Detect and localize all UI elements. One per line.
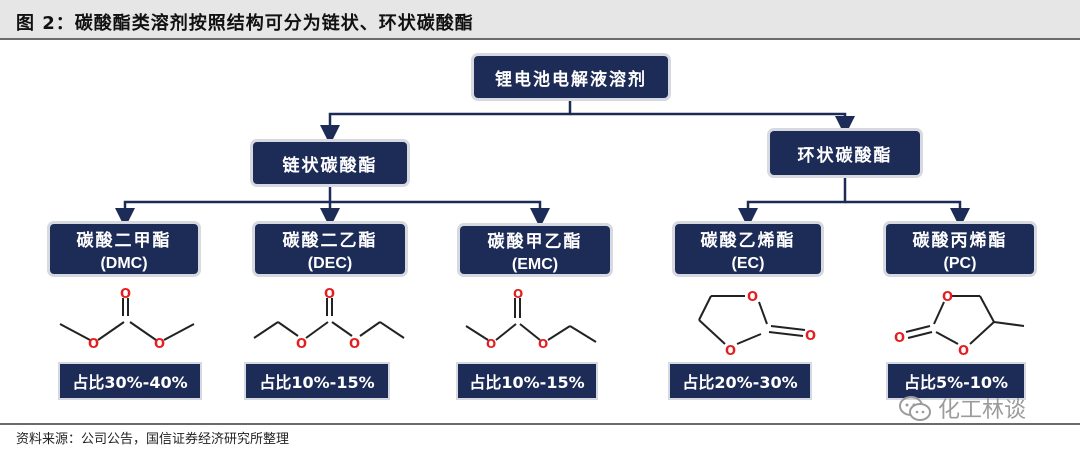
category-chain-label: 链状碳酸酯 bbox=[282, 155, 378, 176]
solvent-pc-box: 碳酸丙烯酯 (PC) bbox=[886, 224, 1034, 274]
watermark: 化工林谈 bbox=[898, 392, 1026, 424]
ratio-ec: 占比20%-30% bbox=[670, 364, 810, 398]
arrow-cyclic-pc bbox=[845, 200, 970, 228]
root-box: 锂电池电解液溶剂 bbox=[474, 56, 668, 98]
category-cyclic-box: 环状碳酸酯 bbox=[770, 131, 920, 175]
oxygen-atom: O bbox=[958, 344, 969, 359]
oxygen-atom: O bbox=[942, 290, 953, 305]
category-chain-box: 链状碳酸酯 bbox=[253, 142, 407, 184]
structure-pc: O O O bbox=[894, 290, 1025, 359]
wechat-icon bbox=[899, 396, 931, 421]
solvent-ec-abbr: (EC) bbox=[731, 254, 765, 272]
arrow-root-chain bbox=[320, 100, 572, 145]
solvent-ec-box: 碳酸乙烯酯 (EC) bbox=[675, 224, 821, 274]
root-label: 锂电池电解液溶剂 bbox=[495, 69, 647, 90]
arrow-chain-emc bbox=[330, 200, 550, 228]
oxygen-atom: O bbox=[88, 337, 99, 352]
solvent-dmc-name: 碳酸二甲酯 bbox=[76, 230, 172, 251]
solvent-emc-box: 碳酸甲乙酯 (EMC) bbox=[460, 226, 610, 274]
arrow-cyclic-ec bbox=[738, 176, 847, 228]
structure-dec: O O O bbox=[253, 287, 405, 352]
solvent-emc-abbr: (EMC) bbox=[511, 255, 559, 273]
ratio-pc: 占比5%-10% bbox=[888, 364, 1024, 398]
solvent-ec-name: 碳酸乙烯酯 bbox=[700, 230, 796, 251]
footer-rule bbox=[0, 423, 1080, 425]
category-cyclic-label: 环状碳酸酯 bbox=[797, 145, 893, 166]
watermark-text: 化工林谈 bbox=[938, 398, 1027, 423]
figure-title: 图 2：碳酸酯类溶剂按照结构可分为链状、环状碳酸酯 bbox=[16, 13, 474, 34]
title-bar: 图 2：碳酸酯类溶剂按照结构可分为链状、环状碳酸酯 bbox=[0, 0, 1080, 40]
oxygen-atom: O bbox=[296, 337, 307, 352]
solvent-dmc-box: 碳酸二甲酯 (DMC) bbox=[50, 224, 198, 274]
solvent-pc-abbr: (PC) bbox=[943, 254, 977, 272]
structure-ec: O O O bbox=[698, 290, 816, 359]
oxygen-atom: O bbox=[538, 337, 548, 351]
oxygen-atom: O bbox=[324, 287, 335, 302]
ratio-dmc: 占比30%-40% bbox=[60, 364, 200, 398]
solvent-dec-abbr: (DEC) bbox=[307, 254, 353, 272]
source-note: 资料来源：公司公告，国信证券经济研究所整理 bbox=[16, 432, 290, 447]
oxygen-atom: O bbox=[120, 287, 131, 302]
solvent-pc-name: 碳酸丙烯酯 bbox=[912, 230, 1008, 251]
arrow-chain-dmc bbox=[115, 184, 332, 228]
oxygen-atom: O bbox=[486, 337, 496, 351]
oxygen-atom: O bbox=[349, 337, 360, 352]
oxygen-atom: O bbox=[513, 287, 523, 301]
oxygen-atom: O bbox=[747, 290, 758, 305]
oxygen-atom: O bbox=[154, 337, 165, 352]
structure-emc: O O O bbox=[465, 287, 597, 351]
solvent-dmc-abbr: (DMC) bbox=[100, 254, 148, 272]
solvent-dec-box: 碳酸二乙酯 (DEC) bbox=[255, 224, 405, 274]
solvent-emc-name: 碳酸甲乙酯 bbox=[487, 231, 583, 252]
ratio-dec: 占比10%-15% bbox=[246, 364, 388, 398]
oxygen-atom: O bbox=[725, 344, 736, 359]
structure-dmc: O O O bbox=[59, 287, 195, 352]
oxygen-atom: O bbox=[805, 329, 816, 344]
arrow-root-cyclic bbox=[570, 112, 855, 136]
solvent-dec-name: 碳酸二乙酯 bbox=[282, 230, 378, 251]
oxygen-atom: O bbox=[894, 331, 905, 346]
ratio-emc: 占比10%-15% bbox=[458, 364, 596, 398]
